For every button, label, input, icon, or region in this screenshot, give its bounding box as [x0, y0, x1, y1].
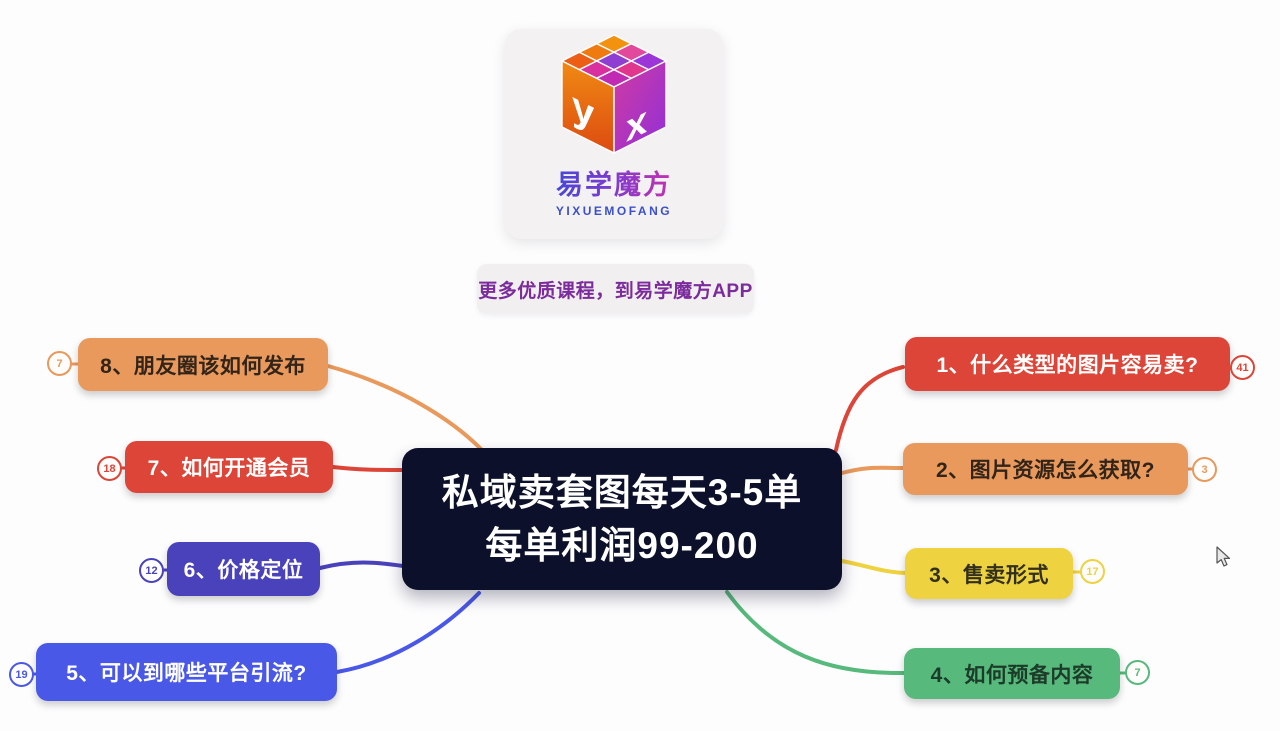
branch-count-1: 41: [1236, 361, 1249, 374]
connector-branch-4: [725, 590, 906, 676]
branch-count-3: 17: [1086, 565, 1099, 578]
topic-node-7[interactable]: 7、如何开通会员: [125, 441, 333, 493]
connector-branch-7: [331, 465, 405, 472]
branch-count-badge-7[interactable]: 18: [97, 456, 122, 481]
branch-count-badge-6[interactable]: 12: [139, 558, 164, 583]
promo-banner-text: 更多优质课程，到易学魔方APP: [478, 280, 753, 302]
mouse-cursor-icon: [1216, 546, 1231, 567]
topic-node-2[interactable]: 2、图片资源怎么获取?: [903, 443, 1188, 495]
branch-count-5: 19: [15, 668, 28, 681]
topic-node-5[interactable]: 5、可以到哪些平台引流?: [36, 643, 337, 701]
connector-branch-5: [335, 591, 481, 674]
branch-count-7: 18: [103, 462, 116, 475]
brand-romanized: YIXUEMOFANG: [555, 204, 673, 218]
branch-count-badge-4[interactable]: 7: [1125, 660, 1150, 685]
connector-branch-3: [840, 559, 907, 575]
branch-count-6: 12: [145, 564, 158, 577]
connector-branch-1: [834, 365, 905, 452]
connector-branch-8: [326, 364, 483, 451]
topic-node-4[interactable]: 4、如何预备内容: [904, 648, 1120, 699]
brand-logo-card: y x 易学魔方 YIXUEMOFANG: [505, 29, 723, 239]
connector-branch-2: [840, 465, 905, 475]
root-topic-line2: 每单利润99-200: [485, 525, 759, 566]
topic-node-7-label: 7、如何开通会员: [147, 457, 311, 480]
svg-text:x: x: [626, 97, 648, 150]
topic-node-6[interactable]: 6、价格定位: [167, 542, 320, 596]
branch-count-badge-2[interactable]: 3: [1192, 457, 1217, 482]
topic-node-1-label: 1、什么类型的图片容易卖?: [936, 354, 1199, 377]
topic-node-1[interactable]: 1、什么类型的图片容易卖?: [905, 337, 1230, 391]
topic-node-4-label: 4、如何预备内容: [930, 663, 1094, 687]
branch-count-8: 7: [56, 357, 63, 370]
brand-name: 易学魔方: [556, 163, 672, 202]
root-topic-line1: 私域卖套图每天3-5单: [441, 472, 803, 513]
branch-count-badge-1[interactable]: 41: [1230, 355, 1255, 380]
root-topic-node[interactable]: 私域卖套图每天3-5单 每单利润99-200: [402, 448, 842, 590]
promo-banner: 更多优质课程，到易学魔方APP: [477, 264, 754, 314]
branch-count-badge-3[interactable]: 17: [1080, 559, 1105, 584]
branch-count-badge-8[interactable]: 7: [47, 351, 72, 376]
topic-node-5-label: 5、可以到哪些平台引流?: [66, 662, 307, 685]
topic-node-8[interactable]: 8、朋友圈该如何发布: [78, 338, 328, 391]
branch-count-badge-5[interactable]: 19: [9, 662, 34, 687]
topic-node-2-label: 2、图片资源怎么获取?: [935, 459, 1155, 482]
topic-node-8-label: 8、朋友圈该如何发布: [100, 354, 306, 378]
branch-count-2: 3: [1201, 463, 1208, 476]
topic-node-3[interactable]: 3、售卖形式: [905, 548, 1073, 599]
rubiks-cube-logo-icon: y x: [560, 34, 668, 155]
topic-node-6-label: 6、价格定位: [183, 559, 304, 582]
connector-branch-6: [318, 560, 405, 570]
svg-text:y: y: [572, 82, 595, 138]
topic-node-3-label: 3、售卖形式: [929, 563, 1049, 587]
branch-count-4: 7: [1134, 666, 1141, 679]
